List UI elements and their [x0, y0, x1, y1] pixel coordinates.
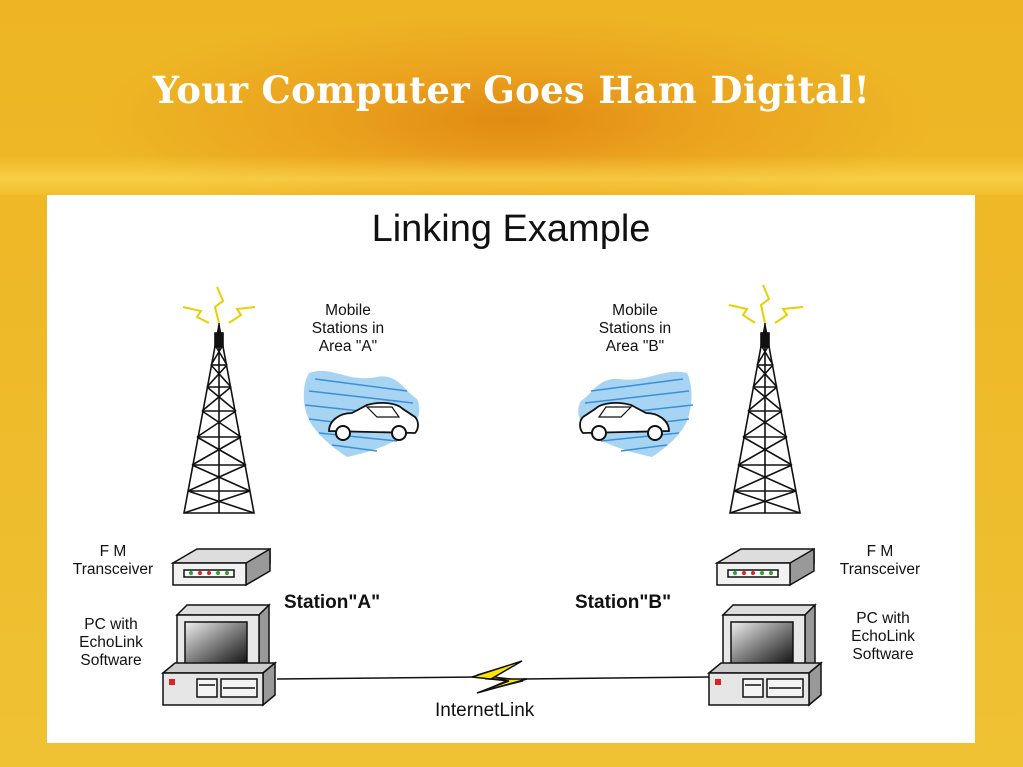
pc-left-line-1: PC with: [84, 616, 138, 633]
mobile-car-left-icon: [303, 370, 420, 457]
pc-right-label: PC with EchoLink Software: [833, 610, 933, 663]
pc-left-label: PC with EchoLink Software: [63, 616, 159, 669]
mobile-b-line-3: Area "B": [605, 337, 665, 355]
fm-transceiver-right-icon: [714, 547, 815, 587]
pc-right-line-2: EchoLink: [851, 627, 915, 645]
mobile-b-line-1: Mobile: [612, 302, 658, 319]
radio-tower-right-icon: [729, 323, 801, 514]
station-a-label: Station"A": [284, 592, 381, 613]
fm-right-line-2: Transceiver: [839, 560, 921, 578]
pc-left-line-2: EchoLink: [79, 633, 143, 651]
mobile-b-line-2: Stations in: [598, 319, 672, 337]
radio-tower-left-icon: [183, 323, 255, 514]
signal-lightning-right-icon: [728, 284, 804, 324]
fm-left-line-1: F M: [99, 543, 127, 560]
fm-transceiver-left-icon: [170, 547, 271, 587]
fm-transceiver-right-label: F M Transceiver: [825, 543, 935, 579]
internet-link-connector: [276, 660, 710, 694]
fm-left-line-2: Transceiver: [72, 560, 154, 578]
mobile-stations-b-label: Mobile Stations in Area "B": [585, 302, 685, 355]
pc-right-line-1: PC with: [856, 610, 910, 627]
diagram-graphics: [160, 284, 824, 707]
fm-transceiver-left-label: F M Transceiver: [61, 543, 165, 579]
internet-link-label: InternetLink: [435, 700, 535, 721]
diagram-panel: Linking Example Mobile Stations in Area …: [47, 195, 975, 743]
pc-left-line-3: Software: [80, 651, 142, 669]
decorative-band: [0, 155, 1023, 195]
signal-lightning-left-icon: [182, 286, 256, 324]
mobile-car-right-icon: [578, 371, 694, 457]
fm-right-line-1: F M: [866, 543, 894, 560]
station-b-label: Station"B": [575, 592, 672, 613]
pc-right-line-3: Software: [852, 645, 914, 663]
diagram-title: Linking Example: [371, 208, 651, 250]
pc-right-icon: [706, 603, 824, 707]
pc-left-icon: [160, 603, 278, 707]
slide-title: Your Computer Goes Ham Digital!: [152, 68, 871, 112]
mobile-a-line-2: Stations in: [311, 319, 385, 337]
mobile-a-line-3: Area "A": [318, 337, 378, 355]
mobile-a-line-1: Mobile: [325, 302, 371, 319]
mobile-stations-a-label: Mobile Stations in Area "A": [303, 302, 393, 355]
